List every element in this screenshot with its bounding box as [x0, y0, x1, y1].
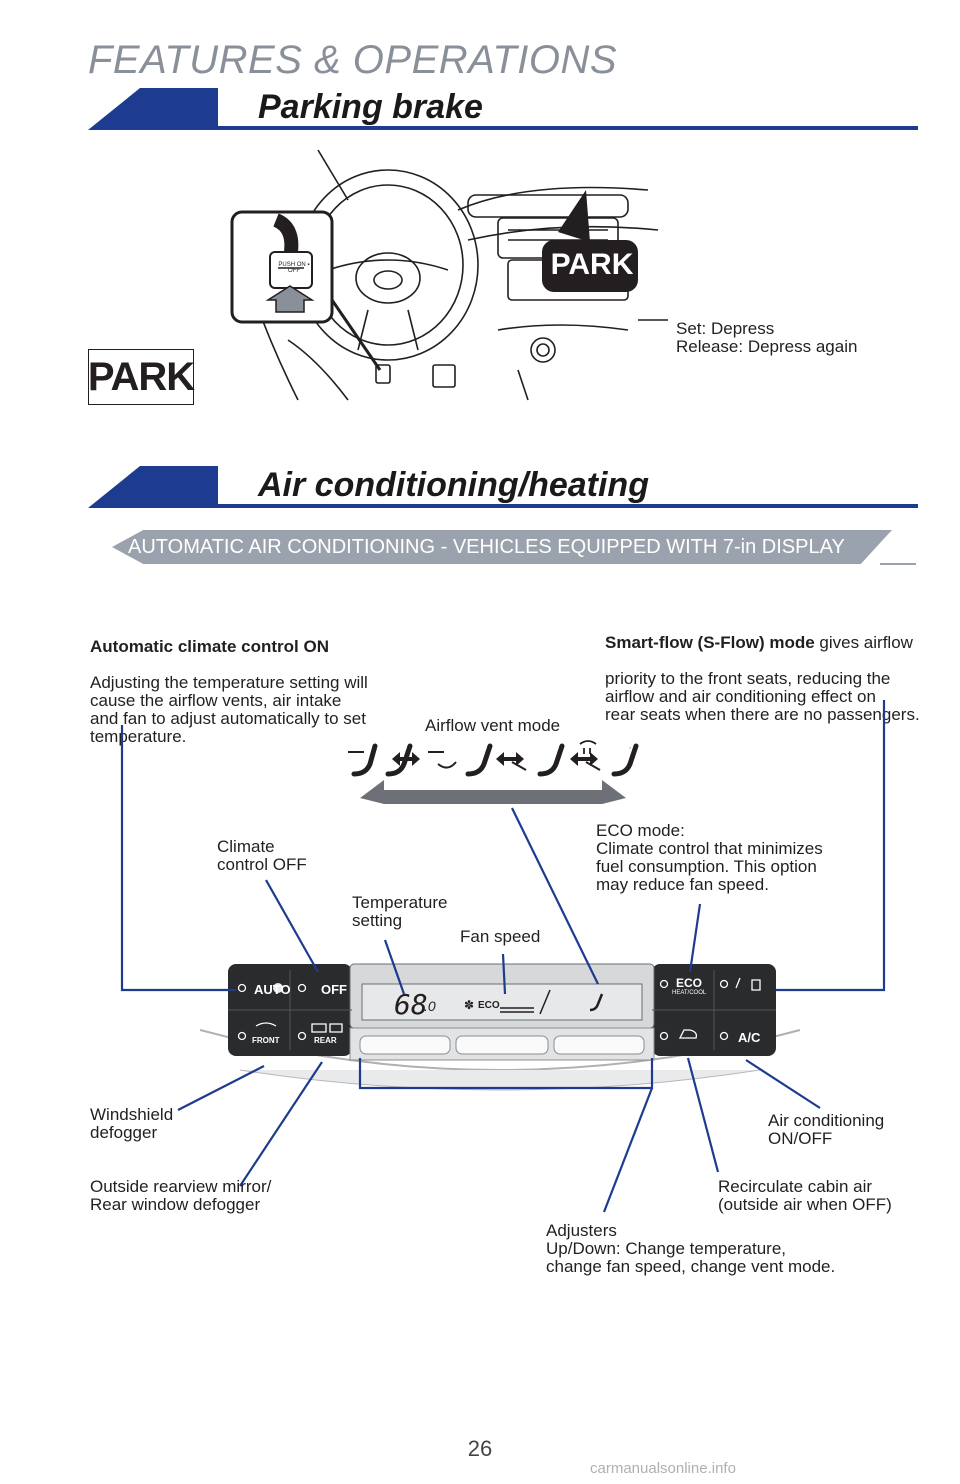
climate-off-label: Climate control OFF [217, 837, 307, 874]
section-header: FEATURES & OPERATIONS [88, 38, 618, 82]
ac-title: Air conditioning/heating [258, 466, 649, 504]
recirculate-label: Recirculate cabin air (outside air when … [718, 1177, 892, 1214]
windshield-defogger-label: Windshield defogger [90, 1105, 174, 1142]
airflow-vent-mode-label: Airflow vent mode [425, 716, 561, 735]
parking-brake-title: Parking brake [258, 88, 483, 126]
adjusters-label: Adjusters Up/Down: Change temperature, c… [546, 1221, 836, 1276]
eco-display: ECO [478, 1000, 500, 1011]
temperature-decimal: .0 [424, 998, 436, 1014]
temperature-setting-label: Temperature setting [352, 893, 448, 930]
eco-button-sub: HEAT/COOL [672, 990, 707, 996]
park-indicator-badge: PARK [550, 248, 634, 281]
temperature-display: 68 [394, 988, 428, 1021]
ac-sub-banner-text: AUTOMATIC AIR CONDITIONING - VEHICLES EQ… [128, 536, 845, 558]
ac-sub-banner: AUTOMATIC AIR CONDITIONING - VEHICLES EQ… [112, 530, 892, 564]
rear-defog-button[interactable]: REAR [314, 1036, 337, 1045]
watermark: carmanualsonline.info [590, 1460, 736, 1477]
pedal-label: PUSH ON ▪ OFF [278, 262, 310, 274]
parking-brake-instructions: Set: Depress Release: Depress again [676, 319, 858, 356]
auto-climate-text: Adjusting the temperature setting will c… [90, 673, 368, 746]
ac-button[interactable]: A/C [738, 1030, 761, 1045]
eco-mode-label: ECO mode: Climate control that minimizes… [596, 821, 823, 894]
sflow-text-1: gives airflow [814, 633, 913, 652]
sflow-text-2: priority to the front seats, reducing th… [605, 669, 920, 724]
ac-title-bar: Air conditioning/heating [88, 466, 918, 508]
climate-control-panel [200, 963, 801, 1091]
park-symbol: PARK [88, 349, 195, 405]
fan-icon: ✽ [464, 998, 475, 1012]
auto-climate-heading: Automatic climate control ON [90, 637, 329, 656]
auto-button[interactable]: AUTO [254, 982, 291, 997]
mirror-defogger-label: Outside rearview mirror/ Rear window def… [90, 1177, 272, 1214]
airflow-vent-mode-diagram [348, 740, 639, 804]
dashboard-illustration [230, 149, 668, 401]
eco-button[interactable]: ECO [676, 976, 703, 990]
fan-speed-label: Fan speed [460, 927, 541, 946]
parking-brake-title-bar: Parking brake [88, 88, 918, 130]
front-defog-button[interactable]: FRONT [252, 1036, 280, 1045]
sflow-description: Smart-flow (S-Flow) mode gives airflow p… [605, 616, 935, 724]
auto-climate-description: Automatic climate control ON Adjusting t… [90, 620, 410, 746]
ac-on-off-label: Air conditioning ON/OFF [768, 1111, 885, 1148]
page-number: 26 [467, 1436, 493, 1461]
sflow-heading: Smart-flow (S-Flow) mode [605, 633, 815, 652]
climate-off-button[interactable]: OFF [321, 982, 347, 997]
